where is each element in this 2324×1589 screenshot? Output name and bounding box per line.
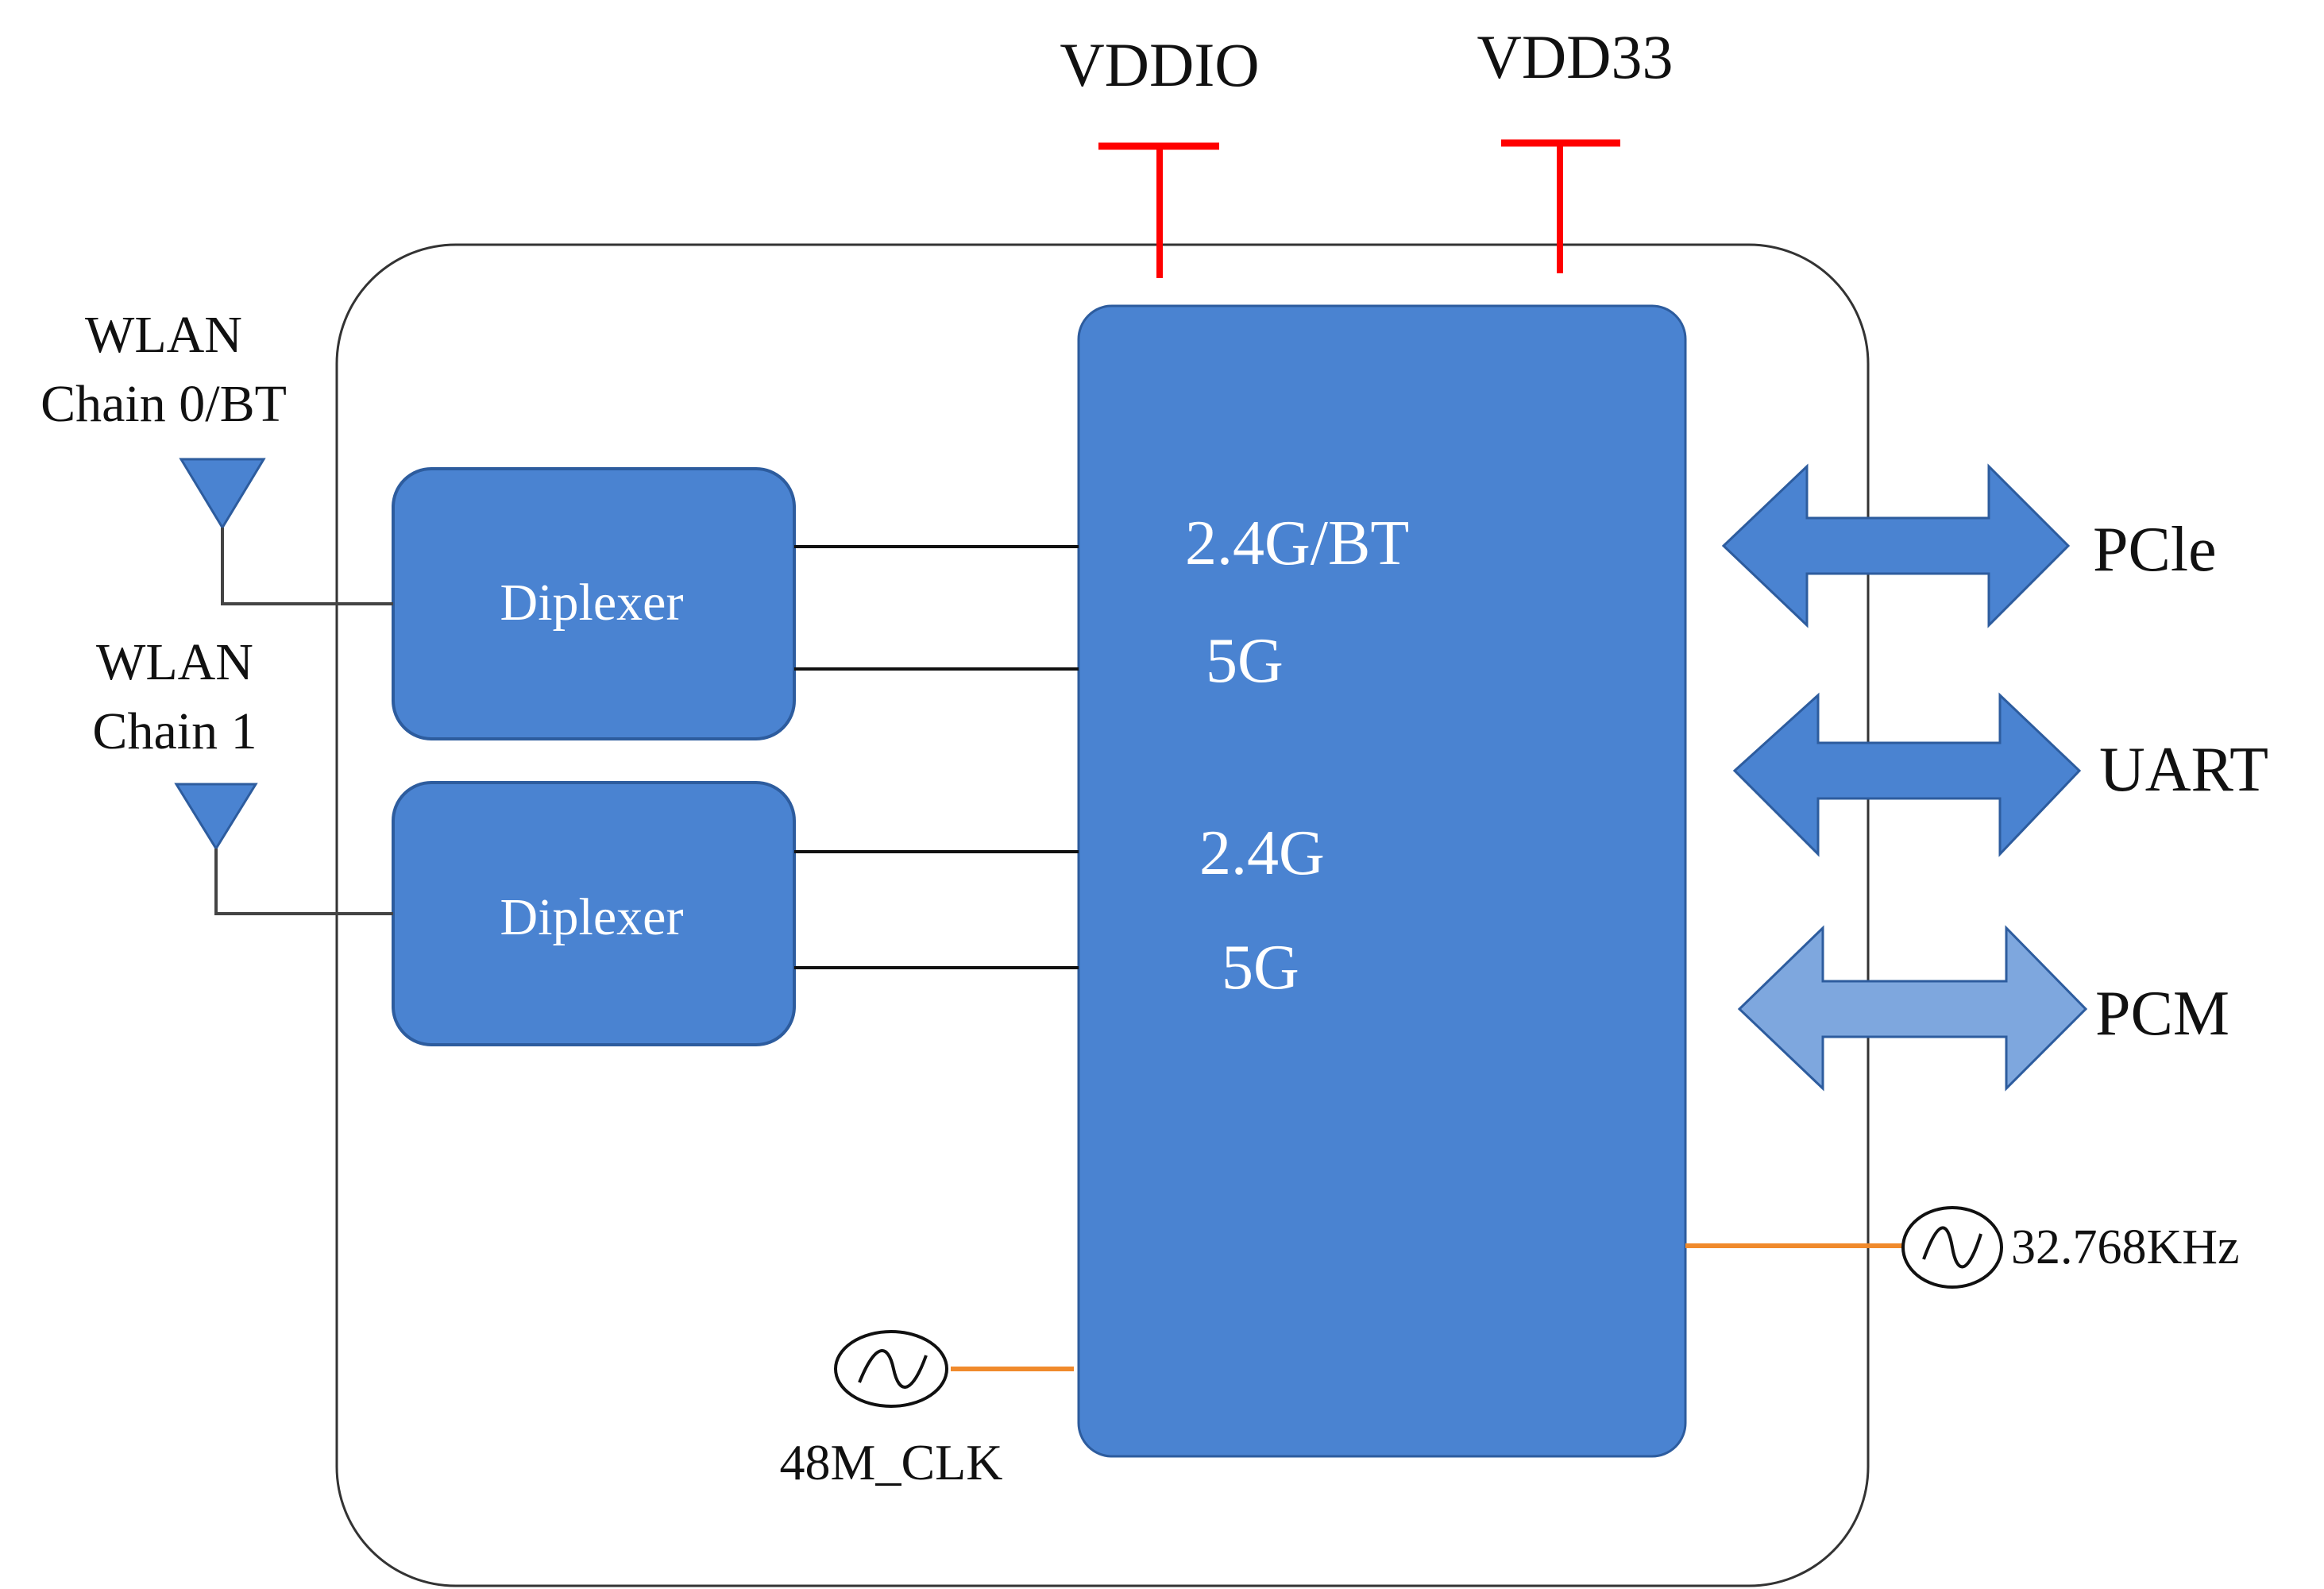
diplexer-soc-links — [794, 545, 1079, 969]
antenna-chain0-label-line2: Chain 0/BT — [41, 375, 287, 433]
oscillator-32k-icon — [1901, 1206, 2003, 1289]
clock-32k-label: 32.768KHz — [2011, 1220, 2240, 1274]
antenna-chain1-label-line1: WLAN — [96, 633, 253, 691]
vdd33-label: VDD33 — [1477, 22, 1674, 91]
pcm-double-arrow — [1737, 925, 2088, 1092]
vdd33-rail — [1501, 139, 1620, 273]
pcm-label: PCM — [2095, 979, 2229, 1049]
soc-port-24g-label: 2.4G — [1199, 818, 1325, 888]
oscillator-48m-icon — [834, 1330, 948, 1408]
pcie-label: PCle — [2093, 515, 2217, 585]
soc-port-5g-label-2: 5G — [1222, 933, 1299, 1003]
diplexer-top-label: Diplexer — [500, 574, 684, 632]
clock-48m-label: 48M_CLK — [780, 1434, 1003, 1490]
vddio-rail — [1098, 142, 1219, 278]
antenna-chain0-label-line1: WLAN — [85, 306, 242, 364]
antenna-chain0-icon — [179, 458, 393, 605]
uart-double-arrow — [1732, 692, 2082, 857]
vddio-label: VDDIO — [1060, 30, 1259, 99]
pcie-double-arrow — [1721, 463, 2071, 628]
uart-label: UART — [2099, 735, 2268, 805]
antenna-chain1-icon — [174, 783, 393, 915]
antenna-chain1-label-line2: Chain 1 — [92, 702, 257, 760]
soc-block — [1077, 304, 1687, 1458]
soc-port-24g-bt-label: 2.4G/BT — [1185, 508, 1409, 578]
soc-port-5g-label-1: 5G — [1206, 626, 1284, 696]
diplexer-bottom-label: Diplexer — [500, 888, 684, 946]
